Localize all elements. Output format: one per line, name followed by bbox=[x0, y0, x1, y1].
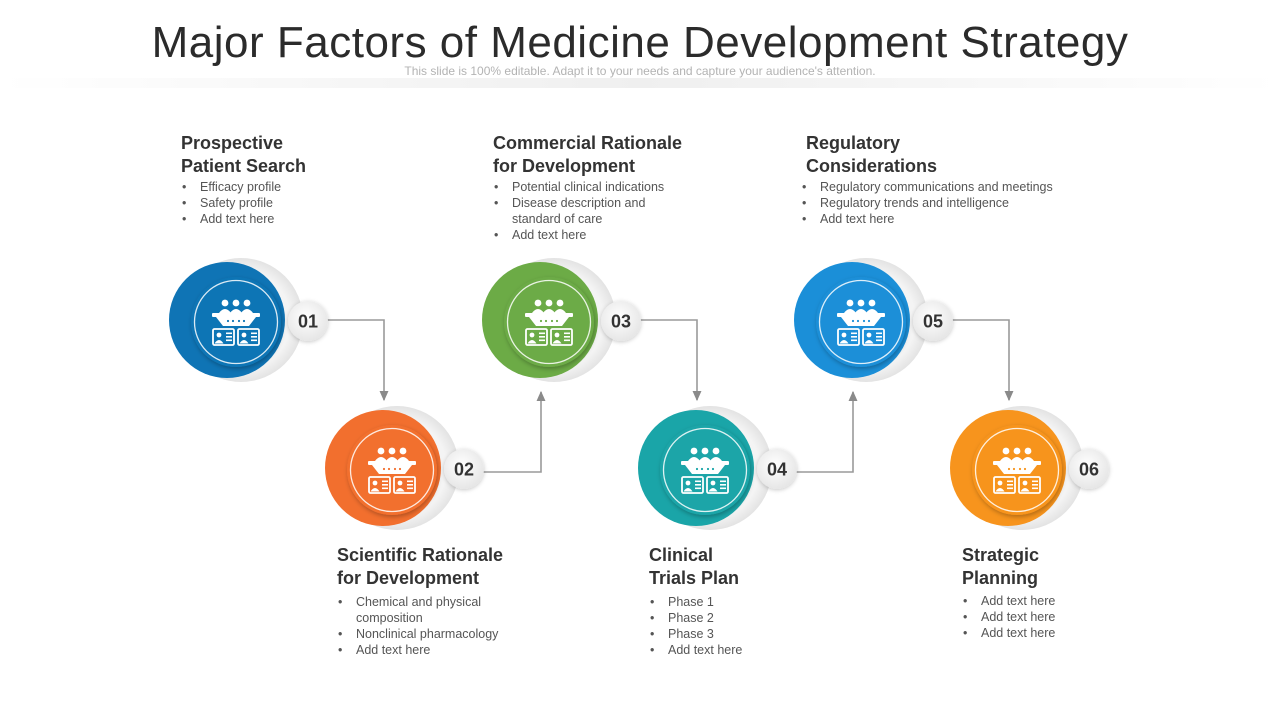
bullet-item: Potential clinical indications bbox=[493, 179, 678, 195]
step-number-badge bbox=[444, 449, 484, 489]
step-node-5: 05 bbox=[794, 258, 953, 382]
connector-arrow bbox=[952, 319, 1014, 402]
step-number-badge bbox=[913, 301, 953, 341]
bullet-item: Add text here bbox=[962, 625, 1137, 641]
step-6-bullets: Add text here Add text here Add text her… bbox=[962, 593, 1137, 641]
bullet-item: Add text here bbox=[801, 211, 1091, 227]
bullet-item: Add text here bbox=[962, 609, 1137, 625]
step-number: 06 bbox=[1079, 460, 1099, 480]
step-number: 01 bbox=[298, 312, 318, 332]
step-3-bullets: Potential clinical indications Disease d… bbox=[493, 179, 678, 243]
connector-arrow bbox=[796, 390, 858, 473]
page-subtitle: This slide is 100% editable. Adapt it to… bbox=[404, 64, 876, 78]
step-2-bullets: Chemical and physical composition Noncli… bbox=[337, 594, 512, 658]
bullet-item: Add text here bbox=[493, 227, 678, 243]
step-1-bullets: Efficacy profile Safety profile Add text… bbox=[181, 179, 381, 227]
step-5-bullets: Regulatory communications and meetings R… bbox=[801, 179, 1091, 227]
step-node-4: 04 bbox=[638, 406, 797, 530]
step-number: 04 bbox=[767, 460, 787, 480]
bullet-item: Add text here bbox=[649, 642, 824, 658]
step-number-badge bbox=[757, 449, 797, 489]
step-node-6: 06 bbox=[950, 406, 1109, 530]
bullet-item: Phase 2 bbox=[649, 610, 824, 626]
step-nodes: 01 02 03 04 05 06 bbox=[169, 258, 1109, 530]
bullet-item: Regulatory communications and meetings bbox=[801, 179, 1091, 195]
step-number-badge bbox=[1069, 449, 1109, 489]
bullet-item: Add text here bbox=[181, 211, 381, 227]
step-4-bullets: Phase 1 Phase 2 Phase 3 Add text here bbox=[649, 594, 824, 658]
connector-lines bbox=[327, 319, 1014, 473]
step-node-2: 02 bbox=[325, 406, 484, 530]
bullet-item: Add text here bbox=[962, 593, 1137, 609]
step-node-1: 01 bbox=[169, 258, 328, 382]
bullet-item: Chemical and physical composition bbox=[337, 594, 512, 626]
step-node-3: 03 bbox=[482, 258, 641, 382]
title-divider-band bbox=[0, 78, 1280, 88]
connector-arrow bbox=[327, 319, 389, 402]
connector-arrow bbox=[483, 390, 546, 473]
bullet-item: Regulatory trends and intelligence bbox=[801, 195, 1091, 211]
step-number-badge bbox=[601, 301, 641, 341]
bullet-item: Nonclinical pharmacology bbox=[337, 626, 512, 642]
bullet-item: Phase 3 bbox=[649, 626, 824, 642]
connector-arrow bbox=[640, 319, 702, 402]
bullet-item: Safety profile bbox=[181, 195, 381, 211]
bullet-item: Phase 1 bbox=[649, 594, 824, 610]
step-number: 03 bbox=[611, 312, 631, 332]
bullet-item: Disease description and standard of care bbox=[493, 195, 678, 227]
bullet-item: Add text here bbox=[337, 642, 512, 658]
step-number-badge bbox=[288, 301, 328, 341]
bullet-item: Efficacy profile bbox=[181, 179, 381, 195]
step-number: 05 bbox=[923, 312, 943, 332]
page-title: Major Factors of Medicine Development St… bbox=[151, 18, 1129, 67]
step-number: 02 bbox=[454, 460, 474, 480]
